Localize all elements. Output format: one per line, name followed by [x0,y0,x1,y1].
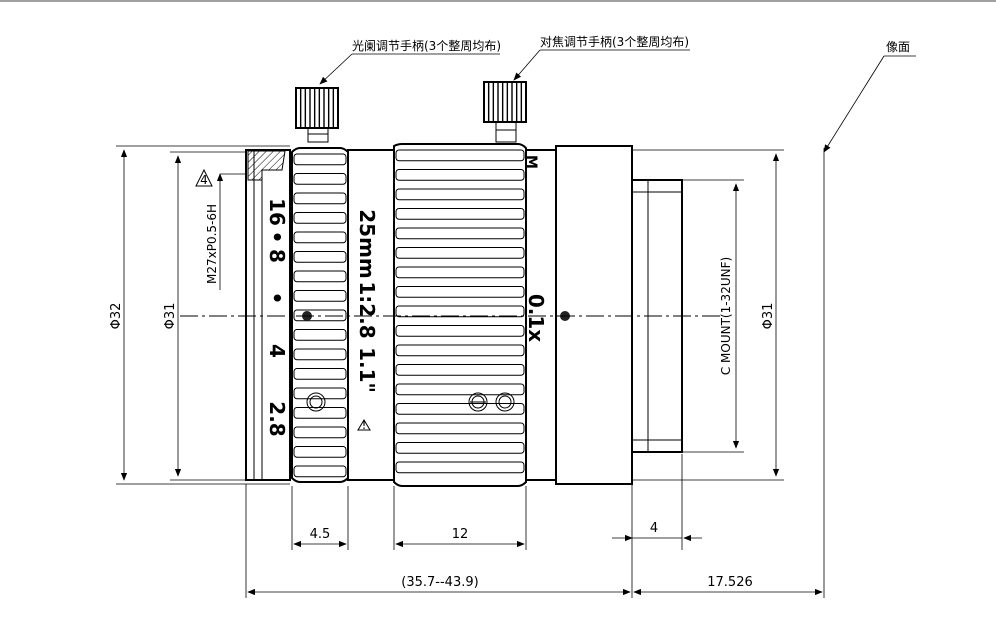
dim-mount-length: 4 [612,454,702,550]
svg-text:像面: 像面 [886,40,910,54]
iris-handle-label: 光阑调节手柄(3个整周均布) [319,38,501,85]
warning-mark-4: 4 [200,173,208,187]
focus-min-mark: 0.1x [524,294,548,342]
iris-handle [295,87,339,143]
svg-text:17.526: 17.526 [707,575,753,590]
svg-text:光阑调节手柄(3个整周均布): 光阑调节手柄(3个整周均布) [352,38,501,53]
dim-focus-width: 12 [393,486,527,550]
svg-text:Φ31: Φ31 [761,303,776,330]
focal-length: 25mm [355,209,379,279]
svg-text:4.5: 4.5 [310,527,331,542]
svg-text:•: • [265,292,289,305]
dim-thread-spec: M27xP0.5-6H 4 [195,168,246,290]
aperture-2-8: 2.8 [265,401,289,436]
focus-max-mark: M [523,155,539,169]
svg-text:C MOUNT(1-32UNF): C MOUNT(1-32UNF) [719,257,733,375]
svg-text:M27xP0.5-6H: M27xP0.5-6H [205,204,219,284]
iris-ring-knurl [293,153,347,478]
dim-thread-dia: Φ31 [163,151,246,481]
svg-text:12: 12 [452,527,469,542]
focus-ring-knurl [395,149,525,474]
aperture-8: 8 [265,249,289,263]
warning-triangle-1: ! [357,418,371,432]
image-plane-label: 像面 [823,40,916,153]
focus-handle-label: 对焦调节手柄(3个整周均布) [513,34,690,81]
dim-mount-dia: Φ31 [632,149,784,481]
dim-flange-distance: 17.526 [633,148,825,598]
svg-text:(35.7--43.9): (35.7--43.9) [401,575,478,590]
dim-total-length: (35.7--43.9) [245,484,633,598]
dim-iris-width: 4.5 [291,486,349,550]
svg-text:Φ31: Φ31 [163,303,178,330]
dim-outer-dia: Φ32 [109,145,290,485]
aperture-ratio: 1:2.8 [355,281,379,338]
svg-text:对焦调节手柄(3个整周均布): 对焦调节手柄(3个整周均布) [540,34,689,49]
svg-text:Φ32: Φ32 [109,303,124,330]
svg-text:!: ! [362,418,367,432]
svg-text:4: 4 [650,521,658,536]
svg-text:•: • [265,231,289,244]
sensor-format: 1.1" [355,347,379,393]
focus-handle [483,81,527,143]
aperture-16: 16 [265,198,289,226]
dim-mount-spec: C MOUNT(1-32UNF) [682,179,744,453]
aperture-4: 4 [265,344,289,358]
lens-body [245,143,683,487]
